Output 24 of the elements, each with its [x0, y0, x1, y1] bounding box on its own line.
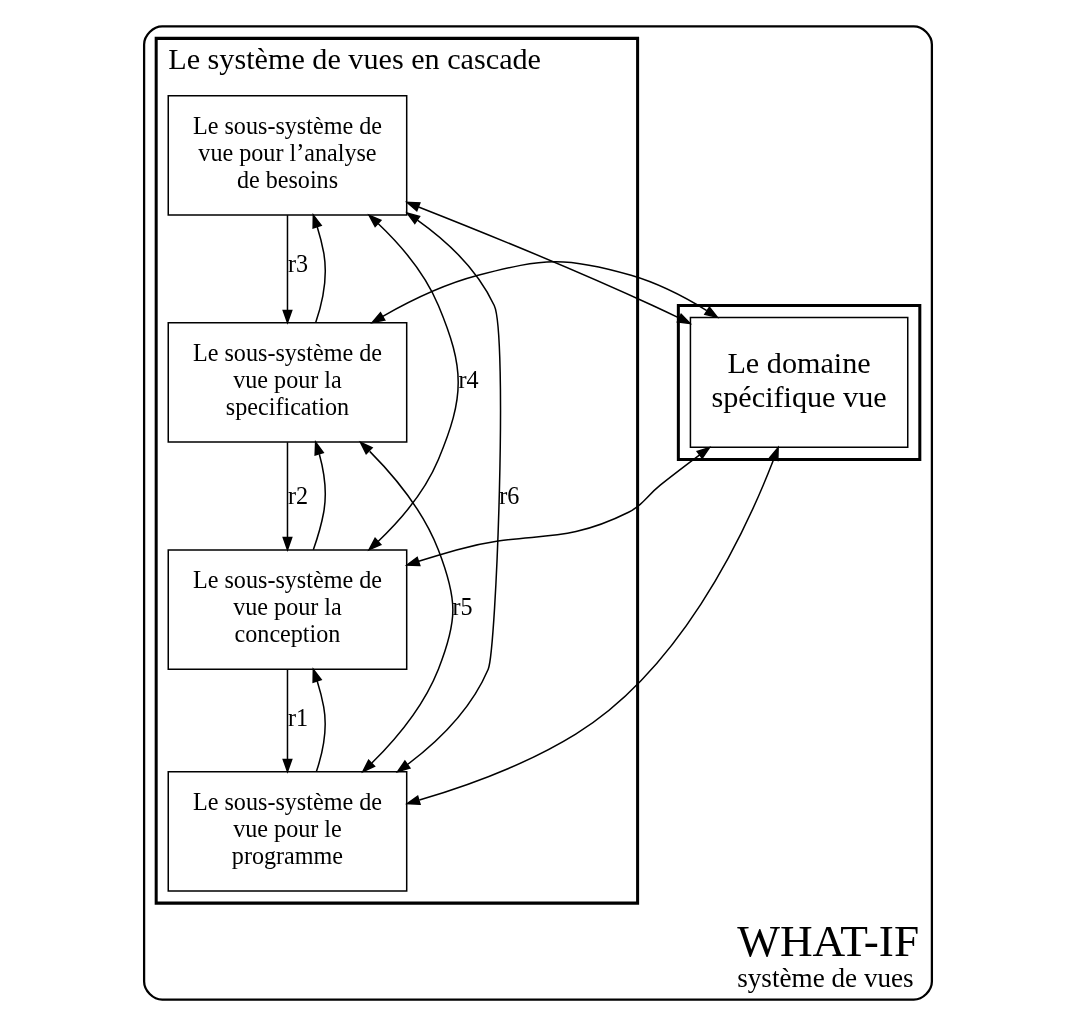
arrow [367, 213, 459, 552]
node-box: Le sous-système de vue pour la conception [167, 549, 408, 670]
node-box: Le sous-système de vue pour l’analyse de besoins [167, 94, 408, 216]
arrow [405, 445, 779, 806]
arrow [370, 260, 720, 324]
edge-label: r6 [499, 482, 520, 510]
arrow [358, 440, 454, 774]
edge-label: r1 [287, 704, 309, 732]
edge-label: r2 [287, 482, 309, 510]
edge-label: r5 [452, 593, 473, 621]
edge-label: r3 [287, 249, 309, 277]
arrow [282, 214, 293, 325]
edge-label: r4 [458, 366, 479, 394]
arrow [312, 213, 327, 324]
arrow [404, 446, 712, 567]
node-box: Le sous-système de vue pour la specification [167, 322, 408, 443]
arrow [395, 211, 502, 773]
arrow [282, 669, 293, 774]
arrow [282, 441, 293, 552]
arrow [312, 440, 327, 551]
arrow [404, 201, 693, 325]
arrow [312, 667, 326, 773]
node-box: Le sous-système de vue pour le programme [167, 771, 408, 892]
node-box: Le domaine spécifique vue [689, 316, 909, 449]
